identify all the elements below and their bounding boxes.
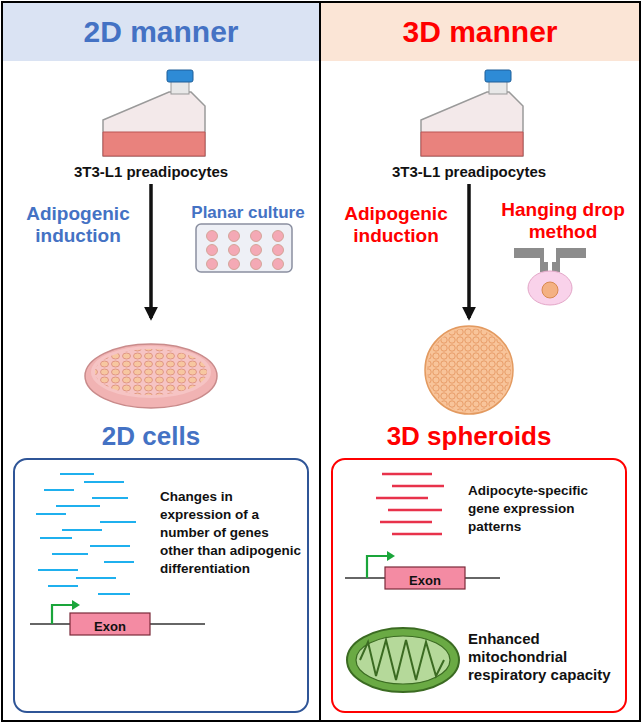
process-arrow [149, 184, 153, 318]
stage-label: 3T3-L1 preadipocytes [74, 163, 228, 181]
stage-label: 2D cells [102, 421, 200, 451]
hanging-drop [514, 248, 586, 305]
stage-label: 3T3-L1 preadipocytes [392, 163, 546, 181]
spheroid [425, 326, 513, 414]
culture-flask [421, 70, 523, 156]
step-label: Adipogenic induction [17, 203, 139, 247]
stage-node: 3D spheroids [354, 321, 584, 451]
process-arrow [467, 184, 471, 318]
mitochondrion [347, 628, 459, 692]
result-text: Changes in expression of a number of gen… [160, 488, 305, 578]
well-plate [196, 224, 292, 272]
result-text: Enhanced mitochondrial respiratory capac… [468, 630, 618, 684]
result-box: Adipocyte-specific gene expression patte… [331, 458, 627, 713]
panel: 2D manner 3T3-L1 preadipocytes 2D cellsCha… [1, 1, 321, 722]
transcript-lines [36, 474, 136, 594]
panel-heading: 2D manner [3, 3, 319, 61]
panel: 3D manner 3T3-L1 preadipocytes 3D spheroid… [321, 1, 641, 722]
culture-dish [85, 344, 217, 408]
exon-label: Exon [385, 570, 465, 592]
stage-node: 2D cells [36, 321, 266, 451]
exon-label: Exon [70, 616, 150, 638]
stage-node: 3T3-L1 preadipocytes [36, 69, 266, 181]
result-text: Adipocyte-specific gene expression patte… [468, 482, 623, 536]
step-label: Hanging drop method [493, 199, 633, 243]
culture-flask [103, 70, 205, 156]
transcript-lines [376, 474, 444, 534]
panel-heading: 3D manner [321, 3, 639, 61]
step-label: Planar culture [179, 203, 317, 223]
stage-node: 3T3-L1 preadipocytes [354, 69, 584, 181]
step-label: Adipogenic induction [335, 203, 457, 247]
stage-label: 3D spheroids [387, 421, 552, 451]
result-box: Changes in expression of a number of gen… [13, 458, 309, 713]
